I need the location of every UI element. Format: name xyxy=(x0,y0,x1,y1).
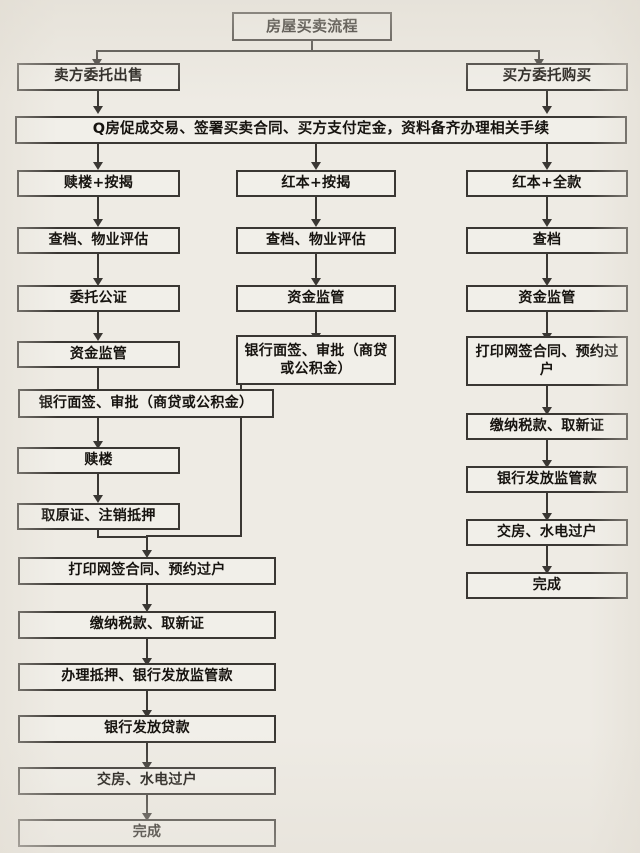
node-left-step-2: 委托公证 xyxy=(17,285,180,312)
node-left-step-9: 办理抵押、银行发放监管款 xyxy=(18,663,276,691)
connector-shared-to-left xyxy=(97,144,99,164)
node-right-step-5-label: 银行发放监管款 xyxy=(496,470,598,487)
arrow-right-0-1 xyxy=(542,219,552,227)
connector-shared-to-right xyxy=(546,144,548,164)
connector-left-4-5 xyxy=(97,418,99,443)
connector-right-4-5 xyxy=(546,440,548,462)
node-right-step-4-label: 缴纳税款、取新证 xyxy=(489,417,605,434)
node-left-step-8: 缴纳税款、取新证 xyxy=(18,611,276,639)
node-right-step-2: 资金监管 xyxy=(466,285,628,312)
node-left-step-5-label: 赎楼 xyxy=(84,451,113,468)
node-left-step-1-label: 查档、物业评估 xyxy=(48,231,149,248)
node-right-step-6-label: 交房、水电过户 xyxy=(496,523,598,540)
node-left-step-7-label: 打印网签合同、预约过户 xyxy=(68,562,226,579)
node-shared-transaction: Q房促成交易、签署买卖合同、买方支付定金，资料备齐办理相关手续 xyxy=(15,116,627,144)
node-left-step-11-label: 交房、水电过户 xyxy=(96,772,198,789)
node-right-step-5: 银行发放监管款 xyxy=(466,466,628,493)
connector-left-3-4 xyxy=(97,368,99,391)
node-middle-step-2-label: 资金监管 xyxy=(287,289,345,306)
connector-middle-merge-bar xyxy=(146,535,242,537)
arrow-shared-to-right xyxy=(542,162,552,170)
node-left-step-7: 打印网签合同、预约过户 xyxy=(18,557,276,585)
node-right-step-7-label: 完成 xyxy=(532,576,562,593)
node-middle-step-3-label: 银行面签、审批（商贷或公积金） xyxy=(244,342,388,377)
node-left-step-0: 赎楼+按揭 xyxy=(17,170,180,197)
connector-title-bus xyxy=(96,50,540,52)
node-left-step-12-label: 完成 xyxy=(132,824,162,841)
arrow-left-5-6 xyxy=(93,495,103,503)
connector-title-stem xyxy=(311,41,313,50)
connector-left-2-3 xyxy=(97,312,99,335)
node-middle-step-1: 查档、物业评估 xyxy=(236,227,396,254)
node-left-step-6-label: 取原证、注销抵押 xyxy=(41,507,156,524)
node-left-step-12: 完成 xyxy=(18,819,276,847)
arrow-buyer-to-shared xyxy=(542,106,552,114)
node-left-step-4-label: 银行面签、审批（商贷或公积金） xyxy=(38,394,254,411)
node-left-step-6: 取原证、注销抵押 xyxy=(17,503,180,530)
connector-right-1-2 xyxy=(546,254,548,280)
node-right-step-3-label: 打印网签合同、预约过户 xyxy=(475,343,619,378)
connector-left-10-11 xyxy=(146,743,148,764)
connector-left-11-12 xyxy=(146,795,148,815)
arrow-middle-0-1 xyxy=(311,219,321,227)
node-left-step-2-label: 委托公证 xyxy=(69,289,128,306)
connector-middle-2-3 xyxy=(315,312,317,335)
node-left-step-5: 赎楼 xyxy=(17,447,180,474)
arrow-left-2-3 xyxy=(93,333,103,341)
node-right-step-2-label: 资金监管 xyxy=(518,289,576,306)
node-left-step-0-label: 赎楼+按揭 xyxy=(63,174,134,191)
node-left-step-9-label: 办理抵押、银行发放监管款 xyxy=(61,668,233,685)
node-middle-step-0: 红本+按揭 xyxy=(236,170,396,197)
node-right-step-1: 查档 xyxy=(466,227,628,254)
node-seller-entrust-label: 卖方委托出售 xyxy=(54,68,143,85)
node-middle-step-2: 资金监管 xyxy=(236,285,396,312)
node-right-step-4: 缴纳税款、取新证 xyxy=(466,413,628,440)
node-left-step-4: 银行面签、审批（商贷或公积金） xyxy=(18,389,274,418)
node-buyer-entrust-label: 买方委托购买 xyxy=(502,68,592,85)
connector-left-0-1 xyxy=(97,197,99,221)
node-left-step-10-label: 银行发放贷款 xyxy=(104,720,190,737)
connector-left-5-6 xyxy=(97,474,99,497)
node-left-step-3: 资金监管 xyxy=(17,341,180,368)
node-left-step-3-label: 资金监管 xyxy=(69,345,128,362)
connector-right-5-6 xyxy=(546,493,548,515)
node-middle-step-1-label: 查档、物业评估 xyxy=(265,231,367,248)
node-left-step-10: 银行发放贷款 xyxy=(18,715,276,743)
connector-middle-0-1 xyxy=(315,197,317,221)
arrow-shared-to-middle xyxy=(311,162,321,170)
connector-left-9-10 xyxy=(146,691,148,712)
node-left-step-11: 交房、水电过户 xyxy=(18,767,276,795)
node-right-step-7: 完成 xyxy=(466,572,628,599)
connector-right-2-3 xyxy=(546,312,548,335)
node-title: 房屋买卖流程 xyxy=(232,12,392,41)
node-right-step-0-label: 红本+全款 xyxy=(512,174,582,191)
node-right-step-3: 打印网签合同、预约过户 xyxy=(466,336,628,386)
node-right-step-1-label: 查档 xyxy=(532,231,562,248)
connector-left-1-2 xyxy=(97,254,99,280)
connector-shared-to-middle xyxy=(315,144,317,164)
node-title-label: 房屋买卖流程 xyxy=(266,17,358,36)
arrow-shared-to-left xyxy=(93,162,103,170)
connector-left-8-9 xyxy=(146,639,148,660)
node-right-step-6: 交房、水电过户 xyxy=(466,519,628,546)
node-seller-entrust: 卖方委托出售 xyxy=(17,63,180,91)
node-shared-transaction-label: Q房促成交易、签署买卖合同、买方支付定金，资料备齐办理相关手续 xyxy=(92,121,550,138)
node-right-step-0: 红本+全款 xyxy=(466,170,628,197)
connector-right-0-1 xyxy=(546,197,548,221)
arrow-seller-to-shared xyxy=(93,106,103,114)
node-middle-step-3: 银行面签、审批（商贷或公积金） xyxy=(236,335,396,385)
connector-right-3-4 xyxy=(546,386,548,409)
node-buyer-entrust: 买方委托购买 xyxy=(466,63,628,91)
node-left-step-8-label: 缴纳税款、取新证 xyxy=(89,616,205,633)
arrow-left-0-1 xyxy=(93,219,103,227)
node-left-step-1: 查档、物业评估 xyxy=(17,227,180,254)
connector-right-6-7 xyxy=(546,546,548,568)
connector-left-7-8 xyxy=(146,585,148,606)
node-middle-step-0-label: 红本+按揭 xyxy=(281,174,351,191)
connector-middle-1-2 xyxy=(315,254,317,280)
connector-left-6-elbow-bar xyxy=(97,536,148,538)
